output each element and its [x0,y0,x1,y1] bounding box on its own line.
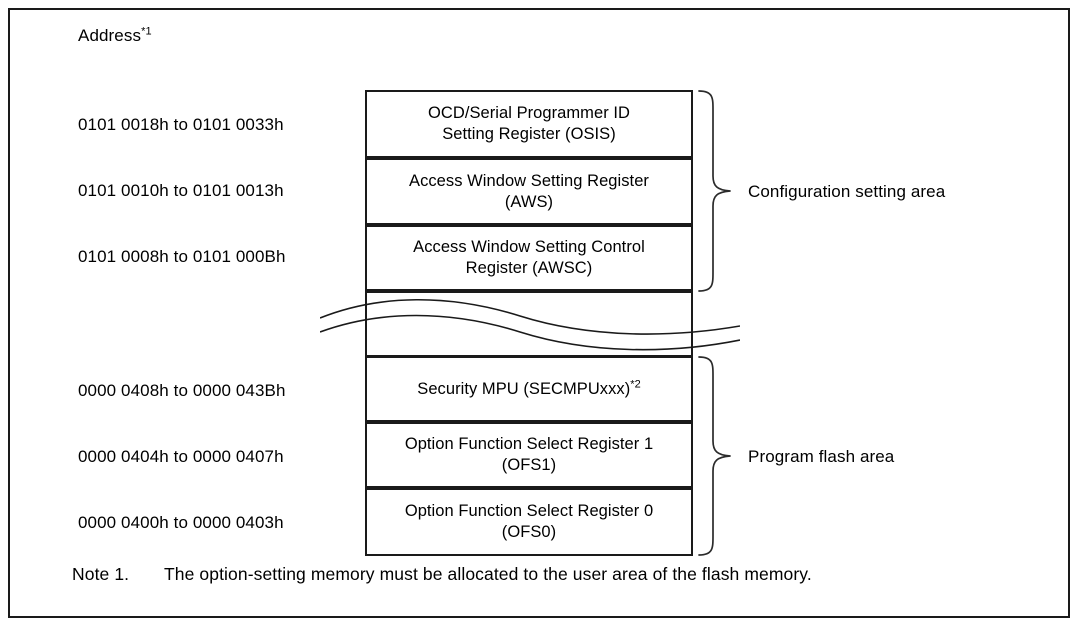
register-cell-ofs1-text: Option Function Select Register 1 (OFS1) [397,434,661,476]
address-label-secmpu: 0000 0408h to 0000 043Bh [78,381,286,400]
register-cell-ofs1-line2: (OFS1) [501,456,557,474]
address-label-osis: 0101 0018h to 0101 0033h [78,115,284,134]
address-label-ofs0: 0000 0400h to 0000 0403h [78,513,284,532]
register-cell-aws: Access Window Setting Register (AWS) [365,158,693,225]
register-cell-ofs0-line2: (OFS0) [501,523,557,541]
address-column-heading: Address*1 [78,26,152,46]
address-label-aws: 0101 0010h to 0101 0013h [78,181,284,200]
register-cell-aws-line1: Access Window Setting Register [409,171,649,190]
register-cell-awsc-line1: Access Window Setting Control [413,238,645,256]
register-cell-osis-line2: Setting Register (OSIS) [442,125,616,143]
area-label-configuration-setting: Configuration setting area [748,182,946,201]
register-cell-ofs1: Option Function Select Register 1 (OFS1) [365,422,693,488]
register-cell-secmpu: Security MPU (SECMPUxxx)*2 [365,356,693,422]
address-column-heading-text: Address [78,26,142,45]
register-cell-osis-line1: OCD/Serial Programmer ID [428,104,630,122]
memory-map-break-cell [365,291,693,357]
address-label-awsc: 0101 0008h to 0101 000Bh [78,247,286,266]
register-cell-secmpu-text: Security MPU (SECMPUxxx)*2 [409,379,648,400]
address-label-ofs1: 0000 0404h to 0000 0407h [78,447,284,466]
figure-note: Note 1. The option-setting memory must be… [72,564,812,585]
area-label-program-flash: Program flash area [748,447,895,466]
register-cell-ofs1-line1: Option Function Select Register 1 [404,435,654,453]
register-cell-secmpu-footnote-marker: *2 [630,378,641,390]
register-cell-aws-line2: (AWS) [504,192,554,211]
figure-note-text: The option-setting memory must be alloca… [164,564,812,584]
register-cell-osis-text: OCD/Serial Programmer ID Setting Register… [420,103,638,145]
figure-frame [8,8,1070,618]
figure-note-label: Note 1. [72,564,130,584]
register-cell-osis: OCD/Serial Programmer ID Setting Register… [365,90,693,158]
register-cell-secmpu-line1: Security MPU (SECMPUxxx) [417,379,631,398]
register-cell-awsc-line2: Register (AWSC) [465,259,593,277]
address-heading-footnote-marker: *1 [141,25,152,38]
register-cell-ofs0: Option Function Select Register 0 (OFS0) [365,488,693,556]
register-cell-aws-text: Access Window Setting Register (AWS) [401,171,657,213]
register-cell-ofs0-text: Option Function Select Register 0 (OFS0) [397,501,661,543]
register-cell-ofs0-line1: Option Function Select Register 0 [404,502,654,520]
